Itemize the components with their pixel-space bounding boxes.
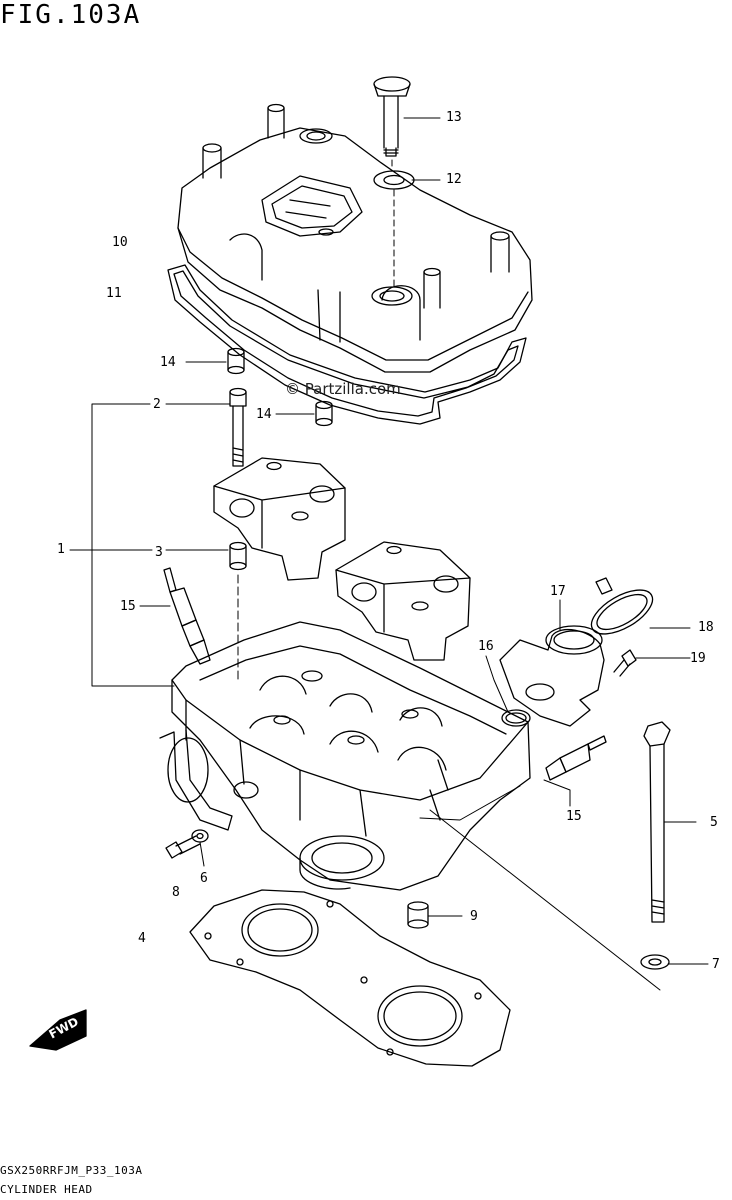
callout-10: 10	[112, 235, 128, 250]
dowel-9	[408, 902, 428, 928]
o-ring-18	[502, 710, 530, 726]
callout-15-left: 15	[120, 599, 136, 614]
figure-title: FIG.103A	[0, 0, 142, 30]
callout-16: 17	[550, 584, 566, 599]
exhaust-ports	[300, 836, 384, 889]
callout-13: 13	[446, 110, 462, 125]
dowel-3	[230, 543, 246, 570]
head-bolt-2	[230, 389, 246, 467]
cover-ribs	[230, 234, 420, 342]
callout-3: 3	[155, 545, 163, 560]
cover-bolt-13	[374, 77, 410, 156]
cover-gasket-outline	[168, 265, 526, 424]
callout-1: 1	[57, 542, 65, 557]
screw-19	[614, 650, 636, 676]
washer-7	[641, 955, 669, 969]
bolt-8	[166, 836, 200, 858]
leader-lines	[70, 118, 708, 990]
callout-8: 8	[172, 885, 180, 900]
cylinder-head-body	[172, 622, 530, 890]
callout-19: 19	[690, 651, 706, 666]
long-bolt-5	[644, 722, 670, 922]
callout-5: 5	[710, 815, 718, 830]
watermark: © Partzilla.com	[285, 380, 401, 398]
intake-side	[160, 730, 258, 830]
callout-11: 11	[106, 286, 122, 301]
cover-gasket-inner	[174, 271, 518, 416]
intake-clamp-17	[585, 578, 660, 643]
callout-14-lower: 14	[256, 407, 272, 422]
callout-6: 6	[200, 871, 208, 886]
spark-plug-left	[164, 568, 210, 664]
spark-plug-right	[546, 736, 606, 780]
callout-14-upper: 14	[160, 355, 176, 370]
head-cover-body	[178, 128, 532, 372]
cover-washer-12	[374, 171, 414, 189]
dowel-14-lower	[316, 402, 332, 426]
intake-pipe-16	[500, 626, 604, 726]
dowel-14-upper	[228, 349, 244, 374]
head-gasket-4	[190, 890, 510, 1066]
callout-17: 18	[698, 620, 714, 635]
camshaft-holder-right	[336, 542, 470, 660]
camshaft-holder-left	[214, 458, 345, 580]
cover-bosses	[203, 105, 509, 309]
figure-caption: CYLINDER HEAD	[0, 1183, 93, 1196]
washer-6	[192, 830, 208, 842]
callout-2: 2	[153, 397, 161, 412]
fwd-arrow	[30, 1010, 86, 1050]
callout-12: 12	[446, 172, 462, 187]
callout-15-right: 15	[566, 809, 582, 824]
bolt-13-centerline	[392, 160, 394, 290]
callout-18: 16	[478, 639, 494, 654]
head-cover-flange	[178, 228, 528, 360]
callout-4: 4	[138, 931, 146, 946]
cover-breather-box	[262, 176, 362, 236]
callout-7: 7	[712, 957, 720, 972]
figure-code: GSX250RRFJM_P33_103A	[0, 1164, 143, 1177]
callout-9: 9	[470, 909, 478, 924]
